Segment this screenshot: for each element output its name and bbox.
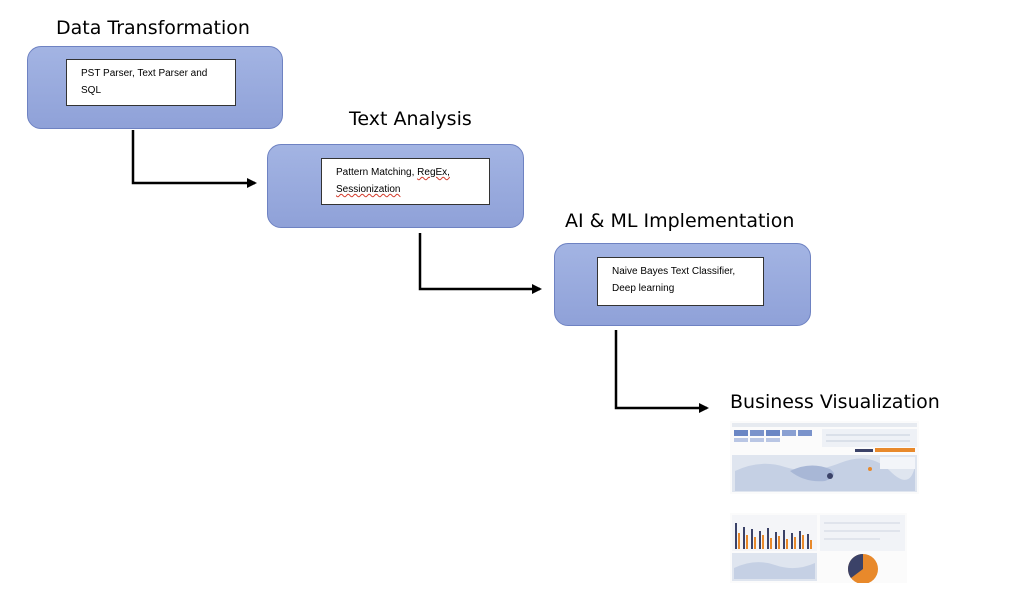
stage-title-ai-ml: AI & ML Implementation <box>565 210 795 232</box>
description-line: Deep learning <box>612 283 675 294</box>
description-line: Pattern Matching, RegEx, <box>336 164 479 181</box>
description-line: PST Parser, Text Parser and <box>81 68 208 79</box>
stage-description-box: PST Parser, Text Parser and SQL <box>66 59 236 106</box>
stage-description-box: Pattern Matching, RegEx, Sessionization <box>321 158 490 205</box>
dashboard-charts-image <box>730 513 907 583</box>
mini-bar-chart <box>735 523 812 549</box>
output-title-business-visualization: Business Visualization <box>730 391 940 413</box>
description-line: Naive Bayes Text Classifier, <box>612 266 736 277</box>
stage-box-text-analysis: Pattern Matching, RegEx, Sessionization <box>267 144 524 228</box>
description-text: RegEx, <box>417 167 450 178</box>
stage-description-box: Naive Bayes Text Classifier, Deep learni… <box>597 257 764 306</box>
description-line: SQL <box>81 85 102 96</box>
dashboard-thumbnail-map <box>730 421 919 494</box>
arrow-connector <box>614 330 709 413</box>
stage-box-ai-ml: Naive Bayes Text Classifier, Deep learni… <box>554 243 811 326</box>
arrow-connector <box>418 233 542 294</box>
arrow-connector <box>131 130 257 188</box>
dashboard-map-image <box>730 421 919 494</box>
description-text: Pattern Matching, <box>336 167 418 178</box>
mini-pie-chart <box>848 554 878 583</box>
stage-title-text-analysis: Text Analysis <box>349 108 472 130</box>
description-text: Sessionization <box>336 184 401 195</box>
stage-box-data-transformation: PST Parser, Text Parser and SQL <box>27 46 283 129</box>
description-line: Sessionization <box>336 181 479 198</box>
dashboard-thumbnail-charts <box>730 513 907 583</box>
stage-title-data-transformation: Data Transformation <box>56 17 250 39</box>
